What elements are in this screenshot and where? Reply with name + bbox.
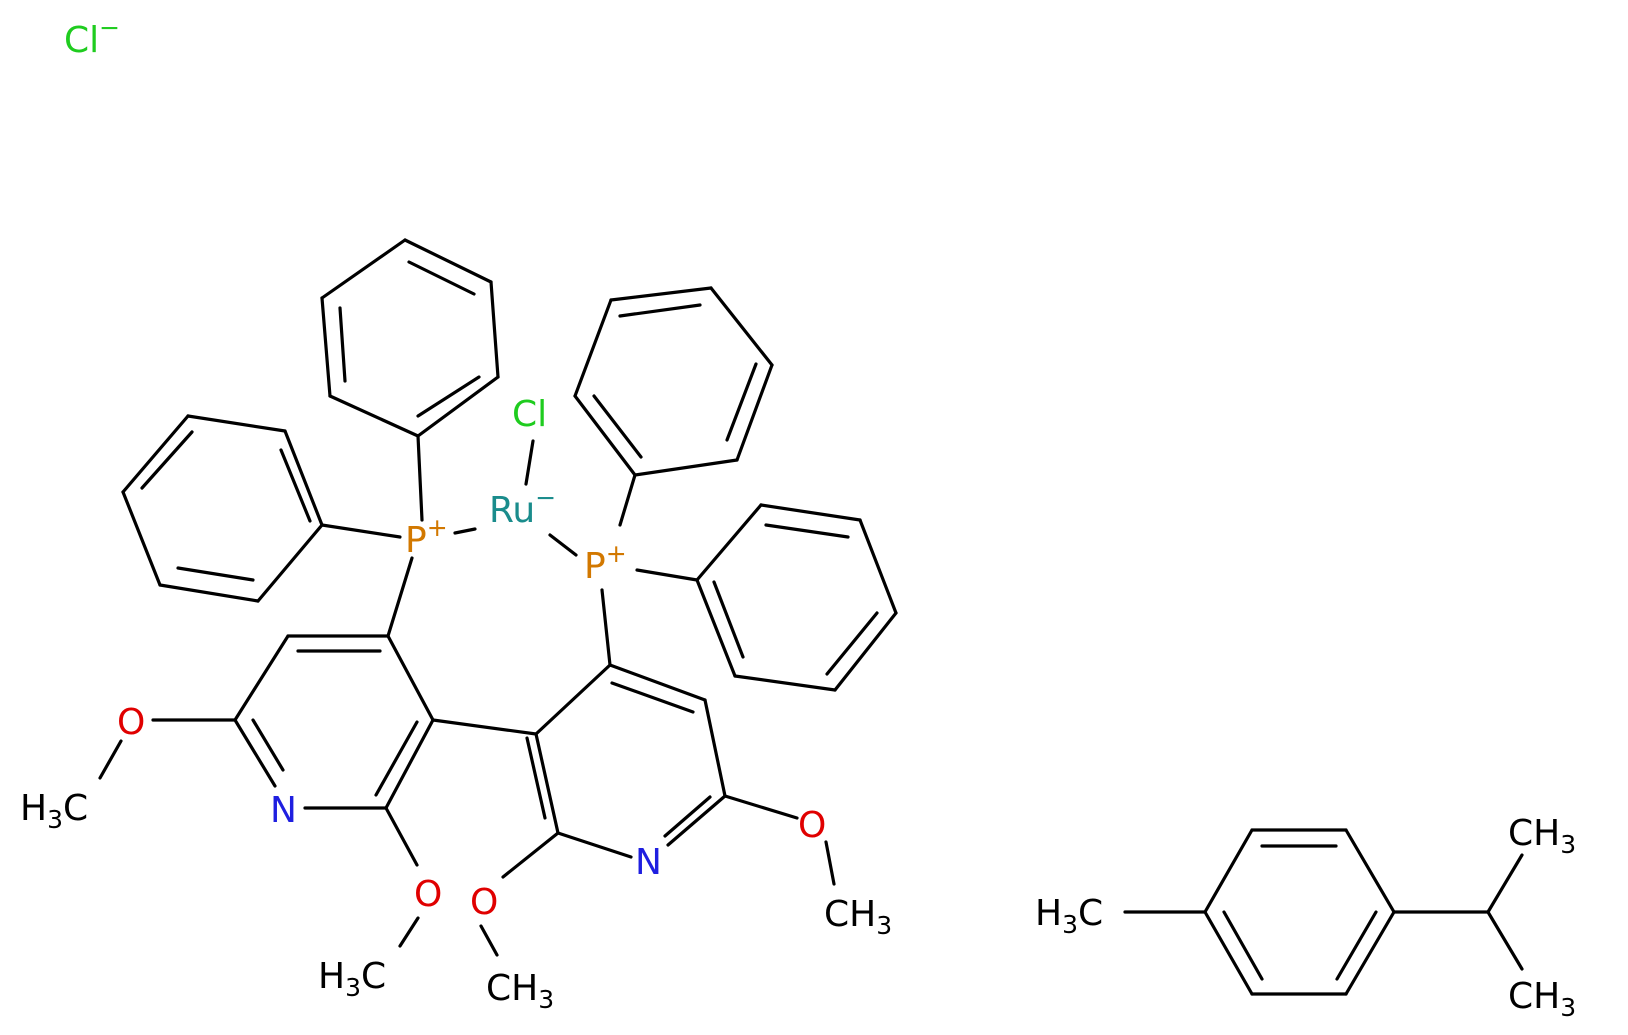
o3-label: O	[798, 805, 826, 846]
n1-label: N	[270, 790, 297, 831]
chloride-ion-label: Cl−	[64, 13, 120, 61]
cymene-methyl-label: H3C	[1035, 893, 1103, 939]
p2-label: P+	[584, 539, 627, 587]
bonds-phenyl-right	[695, 503, 898, 692]
n2-label: N	[635, 842, 662, 883]
bonds-phenyl-left-upper	[320, 238, 500, 522]
methyl-o1-label: H3C	[20, 788, 88, 834]
isopropyl-methyl-lower-label: CH3	[1508, 976, 1576, 1022]
bonds-cymene	[1123, 828, 1524, 996]
p1-label: P+	[405, 513, 448, 561]
o2-label: O	[414, 874, 442, 915]
bonds-phenyl-left	[121, 414, 402, 603]
bonds-ru-coordination	[453, 439, 578, 557]
bonds-phenyl-right-upper	[573, 286, 774, 477]
methyl-o4-label: CH3	[486, 968, 554, 1014]
o4-label: O	[470, 882, 498, 923]
isopropyl-methyl-upper-label: CH3	[1508, 813, 1576, 859]
bonds-phosphine-right	[600, 473, 699, 667]
ru-label: Ru−	[489, 483, 556, 531]
bond-biaryl	[431, 718, 538, 736]
methyl-o3-label: CH3	[824, 894, 892, 940]
methyl-o2-label: H3C	[318, 956, 386, 1002]
bonds-pyridine-left	[98, 556, 435, 948]
bonds-pyridine-right	[479, 663, 836, 957]
cl-ligand-label: Cl	[512, 394, 547, 435]
o1-label: O	[117, 702, 145, 743]
